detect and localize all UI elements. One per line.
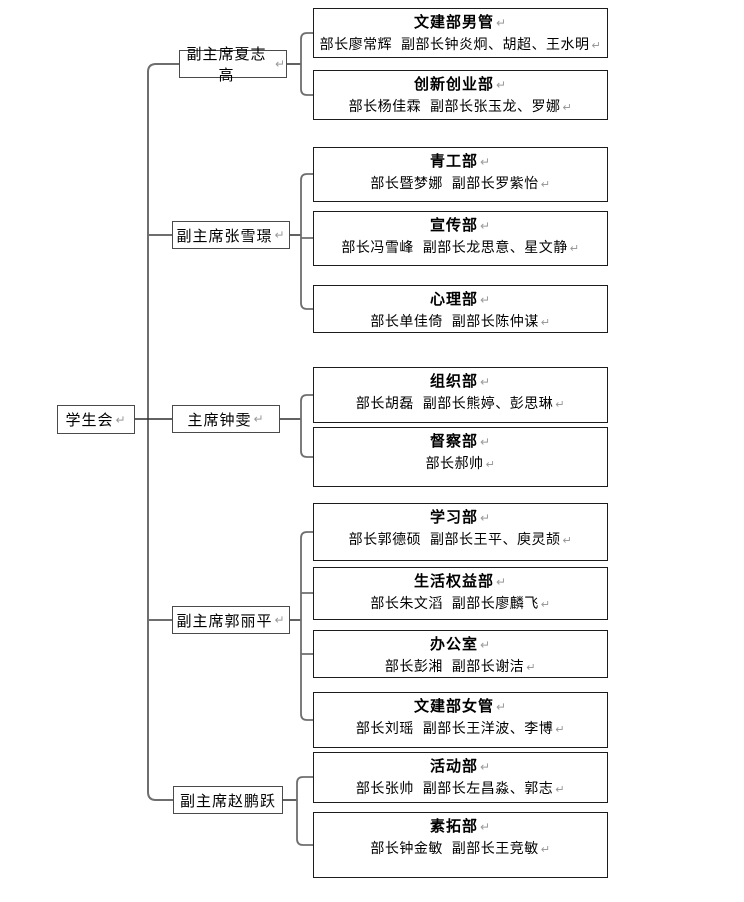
dept-title: 青工部↵ xyxy=(429,153,492,170)
root-node-xueshenghui[interactable]: 学生会↵ xyxy=(57,405,135,434)
return-mark: ↵ xyxy=(540,179,551,191)
return-mark: ↵ xyxy=(555,724,566,736)
dept-node-xuexibu[interactable]: 学习部↵ 部长郭德硕 副部长王平、庾灵颉↵ xyxy=(313,503,608,561)
dept-members: 部长胡磊 副部长熊婷、彭思琳↵ xyxy=(355,395,566,411)
dept-title: 创新创业部↵ xyxy=(413,76,508,93)
return-mark: ↵ xyxy=(495,78,508,92)
return-mark: ↵ xyxy=(479,638,492,652)
bracket-group-1 xyxy=(300,32,313,96)
dept-title: 办公室↵ xyxy=(429,636,492,653)
return-mark: ↵ xyxy=(274,613,286,627)
leader-label: 主席钟雯 xyxy=(187,411,252,429)
leader-node-zhangxuejing[interactable]: 副主席张雪璟↵ xyxy=(172,221,290,249)
return-mark: ↵ xyxy=(485,459,496,471)
dept-node-sutuobu[interactable]: 素拓部↵ 部长钟金敏 副部长王竞敏↵ xyxy=(313,812,608,878)
return-mark: ↵ xyxy=(495,700,508,714)
dept-title: 心理部↵ xyxy=(429,291,492,308)
dept-title: 学习部↵ xyxy=(429,509,492,526)
bracket-group-4 xyxy=(300,531,313,721)
dept-members: 部长郭德硕 副部长王平、庾灵颉↵ xyxy=(348,531,573,547)
dept-node-wenjianbu-women[interactable]: 文建部女管↵ 部长刘瑶 副部长王洋波、李博↵ xyxy=(313,692,608,748)
dept-node-huodongbu[interactable]: 活动部↵ 部长张帅 副部长左昌淼、郭志↵ xyxy=(313,752,608,803)
return-mark: ↵ xyxy=(479,820,492,834)
dept-node-zuzhibu[interactable]: 组织部↵ 部长胡磊 副部长熊婷、彭思琳↵ xyxy=(313,367,608,423)
leader-node-guoliping[interactable]: 副主席郭丽平↵ xyxy=(172,606,290,634)
bracket-group-3 xyxy=(300,394,313,458)
return-mark: ↵ xyxy=(495,16,508,30)
dept-title: 生活权益部↵ xyxy=(413,573,508,590)
return-mark: ↵ xyxy=(274,57,286,71)
dept-members: 部长暨梦娜 副部长罗紫怡↵ xyxy=(370,175,551,191)
leader-node-zhongwen[interactable]: 主席钟雯↵ xyxy=(172,405,280,433)
return-mark: ↵ xyxy=(495,575,508,589)
return-mark: ↵ xyxy=(479,219,492,233)
return-mark: ↵ xyxy=(591,40,602,52)
leader-label: 副主席张雪璟 xyxy=(176,227,273,245)
dept-members: 部长冯雪峰 副部长龙思意、星文静↵ xyxy=(341,239,580,255)
dept-members: 部长彭湘 副部长谢洁↵ xyxy=(384,658,537,674)
dept-node-chuangxinchuangyebu[interactable]: 创新创业部↵ 部长杨佳霖 副部长张玉龙、罗娜↵ xyxy=(313,70,608,120)
dept-node-wenjianbu-men[interactable]: 文建部男管↵ 部长廖常辉 副部长钟炎炯、胡超、王水明↵ xyxy=(313,8,608,58)
leader-stubs xyxy=(280,63,301,801)
return-mark: ↵ xyxy=(526,662,537,674)
return-mark: ↵ xyxy=(555,784,566,796)
return-mark: ↵ xyxy=(562,102,573,114)
dept-title: 活动部↵ xyxy=(429,758,492,775)
return-mark: ↵ xyxy=(540,844,551,856)
leader-node-xiazhigao[interactable]: 副主席夏志高 ↵ xyxy=(179,46,287,84)
dept-title: 文建部男管↵ xyxy=(413,14,508,31)
dept-title: 素拓部↵ xyxy=(429,818,492,835)
dept-members: 部长杨佳霖 副部长张玉龙、罗娜↵ xyxy=(348,98,573,114)
leader-node-zhaopengyue[interactable]: 副主席赵鹏跃 xyxy=(173,786,283,814)
dept-members: 部长钟金敏 副部长王竞敏↵ xyxy=(370,840,551,856)
dept-members: 部长单佳倚 副部长陈仲谋↵ xyxy=(370,313,551,329)
bracket-group-5 xyxy=(296,776,313,846)
dept-title: 组织部↵ xyxy=(429,373,492,390)
dept-node-qinggongbu[interactable]: 青工部↵ 部长暨梦娜 副部长罗紫怡↵ xyxy=(313,147,608,202)
dept-title: 宣传部↵ xyxy=(429,217,492,234)
leader-label: 副主席夏志高 xyxy=(186,46,267,84)
return-mark: ↵ xyxy=(540,599,551,611)
return-mark: ↵ xyxy=(479,760,492,774)
return-mark: ↵ xyxy=(562,535,573,547)
trunk-line xyxy=(147,63,179,801)
leader-label: 副主席赵鹏跃 xyxy=(179,792,276,810)
return-mark: ↵ xyxy=(479,293,492,307)
return-mark: ↵ xyxy=(479,375,492,389)
return-mark: ↵ xyxy=(253,412,265,426)
dept-node-duchabu[interactable]: 督察部↵ 部长郝帅↵ xyxy=(313,427,608,487)
dept-title: 督察部↵ xyxy=(429,433,492,450)
return-mark: ↵ xyxy=(479,435,492,449)
return-mark: ↵ xyxy=(479,155,492,169)
return-mark: ↵ xyxy=(115,412,127,427)
dept-node-bangongshi[interactable]: 办公室↵ 部长彭湘 副部长谢洁↵ xyxy=(313,630,608,678)
dept-members: 部长刘瑶 副部长王洋波、李博↵ xyxy=(355,720,566,736)
dept-members: 部长张帅 副部长左昌淼、郭志↵ xyxy=(355,780,566,796)
dept-members: 部长廖常辉 副部长钟炎炯、胡超、王水明↵ xyxy=(319,36,602,52)
dept-members: 部长郝帅↵ xyxy=(425,455,496,471)
bracket-group-2 xyxy=(300,173,313,310)
return-mark: ↵ xyxy=(555,399,566,411)
root-label: 学生会 xyxy=(65,412,114,429)
dept-node-xuanchuanbu[interactable]: 宣传部↵ 部长冯雪峰 副部长龙思意、星文静↵ xyxy=(313,211,608,266)
return-mark: ↵ xyxy=(569,243,580,255)
dept-node-shenghuoquanyibu[interactable]: 生活权益部↵ 部长朱文滔 副部长廖麟飞↵ xyxy=(313,567,608,620)
return-mark: ↵ xyxy=(274,228,286,242)
dept-members: 部长朱文滔 副部长廖麟飞↵ xyxy=(370,595,551,611)
return-mark: ↵ xyxy=(479,511,492,525)
dept-node-xinlibu[interactable]: 心理部↵ 部长单佳倚 副部长陈仲谋↵ xyxy=(313,285,608,333)
return-mark: ↵ xyxy=(540,317,551,329)
leader-label: 副主席郭丽平 xyxy=(176,612,273,630)
dept-title: 文建部女管↵ xyxy=(413,698,508,715)
